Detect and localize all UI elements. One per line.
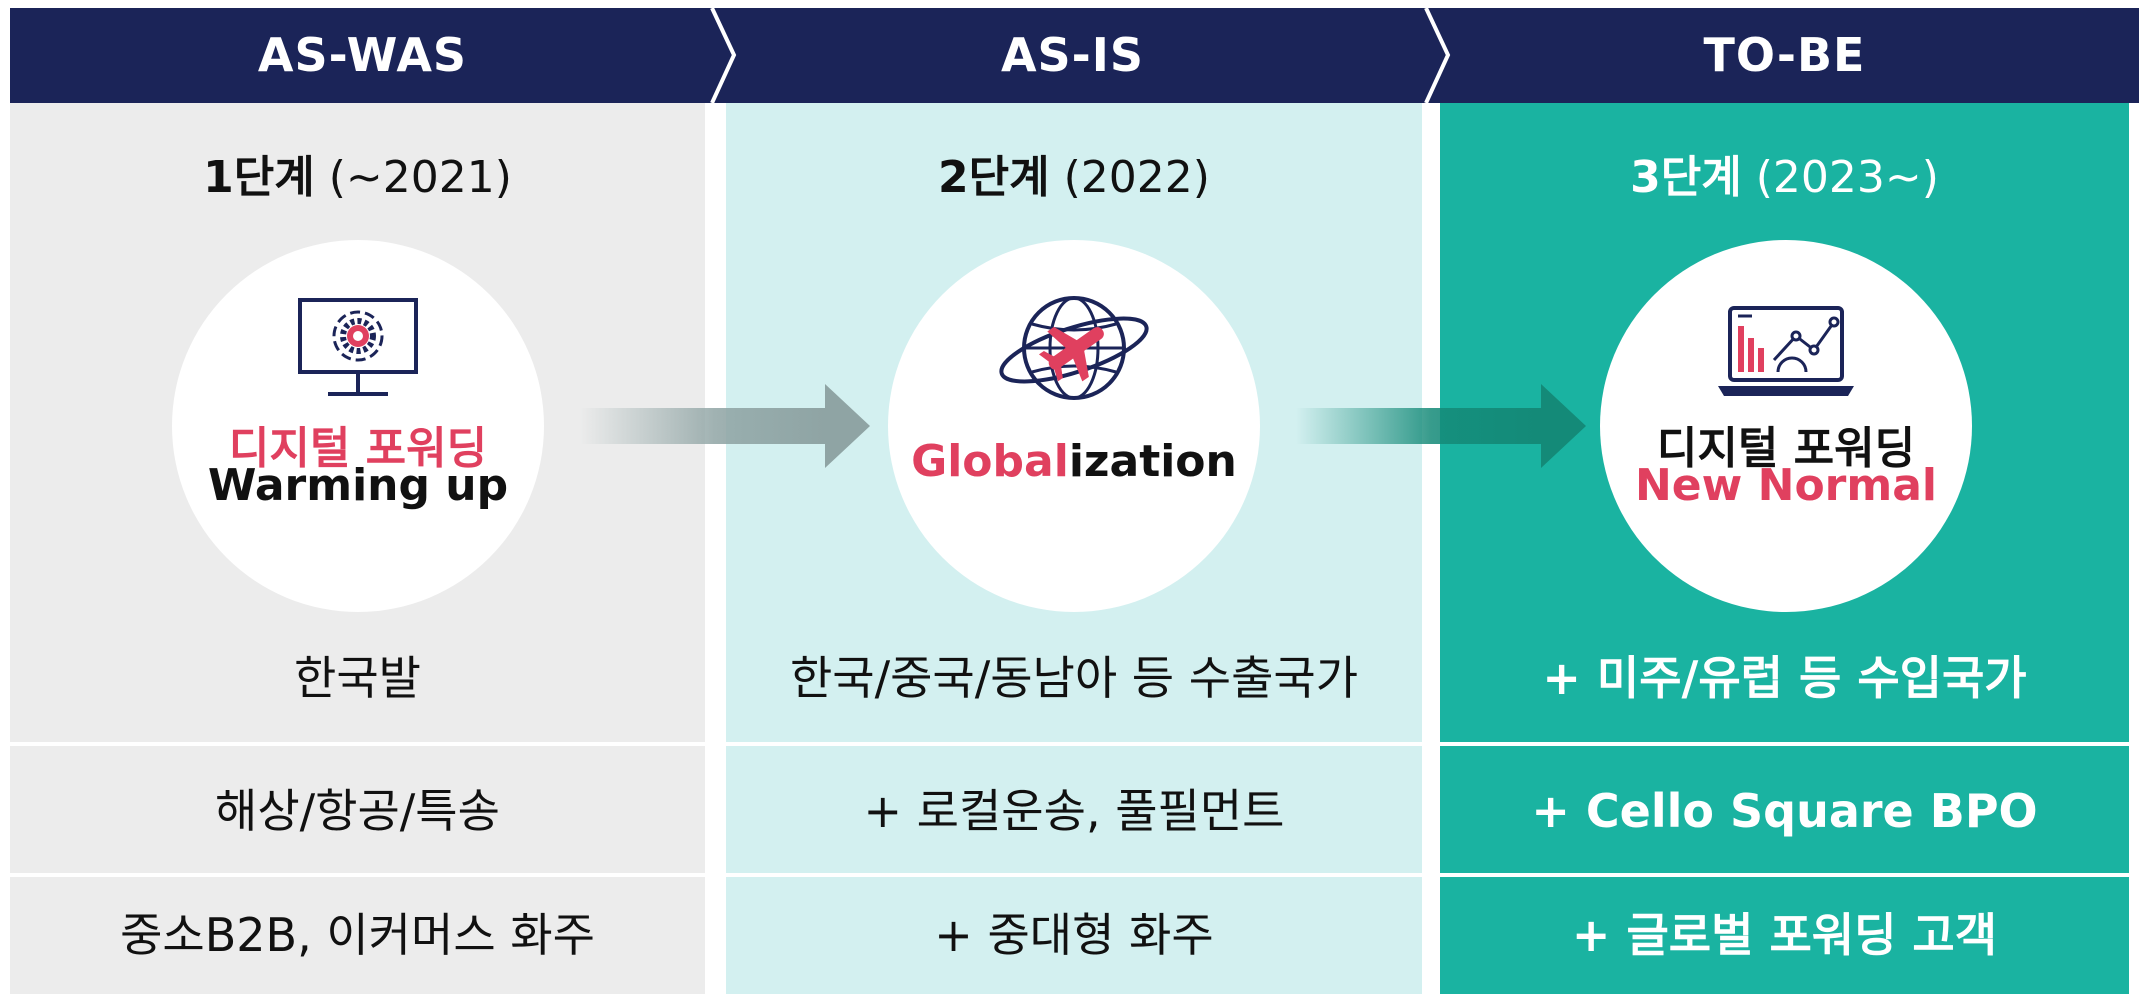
stage-label: 1단계 xyxy=(203,152,315,203)
chevron-right-icon xyxy=(710,8,737,103)
globe-airplane-icon xyxy=(999,296,1149,400)
stage-row: + Cello Square BPO xyxy=(1531,784,2038,838)
row-divider xyxy=(10,742,705,746)
row-divider xyxy=(10,873,705,877)
stage-title-rest: ization xyxy=(1068,436,1237,487)
chevron-right-icon xyxy=(1424,8,1451,103)
header-bar xyxy=(10,8,2139,103)
stage-row: + 중대형 화주 xyxy=(934,908,1214,962)
stage-label: 3단계 xyxy=(1630,152,1742,203)
arrow-right-icon xyxy=(580,384,870,468)
row-divider xyxy=(726,742,1422,746)
stage-row: 한국발 xyxy=(294,651,421,705)
row-divider xyxy=(1440,742,2129,746)
stage-circle: 디지털 포워딩 Warming up xyxy=(172,240,544,612)
stage-title-highlight: Global xyxy=(911,436,1069,487)
header-to-be: TO-BE xyxy=(1703,28,1866,82)
stage-row: 해상/항공/특송 xyxy=(215,784,500,838)
stage-row: + 글로벌 포워딩 고객 xyxy=(1571,908,1998,962)
stage-title-line2: Warming up xyxy=(207,460,509,511)
stage-title-line1: 디지털 포워딩 xyxy=(228,423,488,474)
stage-heading: 1단계 (~2021) xyxy=(10,148,705,208)
header-as-is: AS-IS xyxy=(1000,28,1145,82)
stage-circle: Globalization xyxy=(888,240,1260,612)
row-divider xyxy=(726,873,1422,877)
monitor-gear-icon xyxy=(298,298,418,396)
stage-heading: 2단계 (2022) xyxy=(726,148,1422,208)
stage-row: + 로컬운송, 풀필먼트 xyxy=(863,784,1285,838)
stage-row: 중소B2B, 이커머스 화주 xyxy=(120,908,595,962)
stage-circle: 디지털 포워딩 New Normal xyxy=(1600,240,1972,612)
laptop-analytics-icon xyxy=(1718,306,1854,396)
stage-period: (2022) xyxy=(1063,152,1210,203)
stage-title-line2: New Normal xyxy=(1634,460,1937,511)
arrow-right-icon xyxy=(1296,384,1586,468)
stage-title-line1: 디지털 포워딩 xyxy=(1656,423,1916,474)
stage-row: 한국/중국/동남아 등 수출국가 xyxy=(789,651,1359,705)
header-as-was: AS-WAS xyxy=(257,28,468,82)
stage-title: Globalization xyxy=(888,436,1260,487)
stage-row: + 미주/유럽 등 수입국가 xyxy=(1542,651,2027,705)
stage-label: 2단계 xyxy=(938,152,1050,203)
stage-period: (2023~) xyxy=(1755,152,1939,203)
stage-heading: 3단계 (2023~) xyxy=(1440,148,2129,208)
stage-period: (~2021) xyxy=(328,152,512,203)
row-divider xyxy=(1440,873,2129,877)
